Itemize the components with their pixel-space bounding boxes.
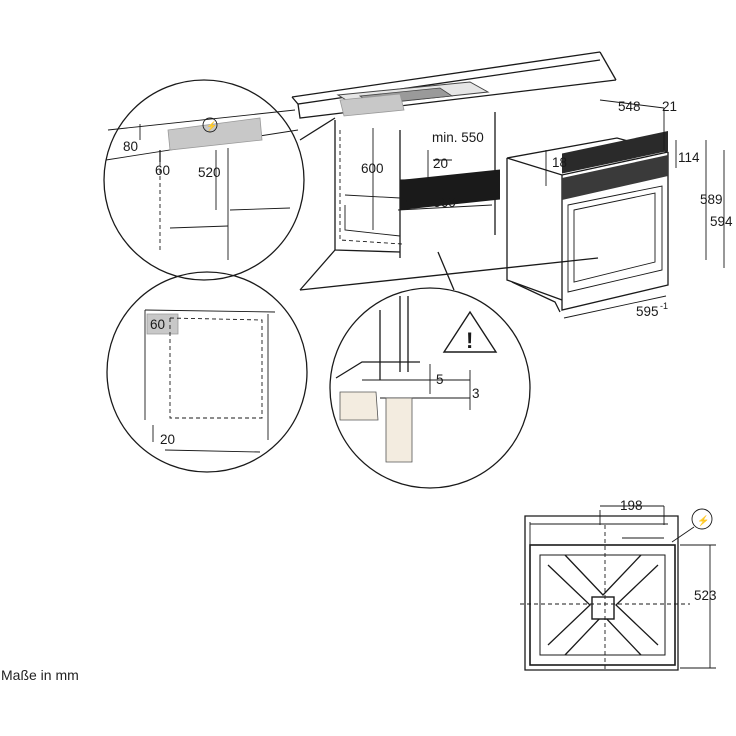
- dim-594: 594: [710, 214, 733, 229]
- dim-min-560: min. 560: [404, 195, 456, 210]
- dim-595: 595: [636, 304, 659, 319]
- units-note: Maße in mm: [1, 667, 79, 683]
- dim-589: 589: [700, 192, 723, 207]
- dim-21: 21: [662, 99, 677, 114]
- hob-outline: [336, 81, 490, 117]
- top-view-hob: ⚡: [520, 505, 716, 671]
- detail-circle-side: [106, 271, 308, 473]
- dim-3: 3: [472, 386, 480, 401]
- oven-unit: [506, 131, 669, 313]
- worktop-cabinet: [291, 51, 617, 291]
- dim-60-circle1: 60: [155, 163, 170, 178]
- dim-114: 114: [678, 150, 700, 165]
- dim-198: 198: [620, 498, 643, 513]
- dim-80: 80: [123, 139, 138, 154]
- warning-icon: !: [442, 310, 498, 353]
- svg-text:⚡: ⚡: [206, 120, 217, 132]
- dim-20-cabinet: 20: [433, 156, 448, 171]
- detail-circle-gap: [329, 251, 531, 489]
- dim-5: 5: [436, 372, 444, 387]
- dim-18: 18: [552, 155, 567, 170]
- detail-circle-worktop: ⚡: [103, 79, 336, 281]
- dim-60-circle2: 60: [150, 317, 165, 332]
- dim-20-circle2: 20: [160, 432, 175, 447]
- dim-523: 523: [694, 588, 717, 603]
- svg-text:⚡: ⚡: [697, 514, 709, 527]
- dim-min-550: min. 550: [432, 130, 484, 145]
- dim-600: 600: [361, 161, 384, 176]
- svg-text:!: !: [466, 328, 473, 353]
- dim-520: 520: [198, 165, 221, 180]
- dim-548: 548: [618, 99, 641, 114]
- dim-595-tolerance: -1: [660, 301, 668, 311]
